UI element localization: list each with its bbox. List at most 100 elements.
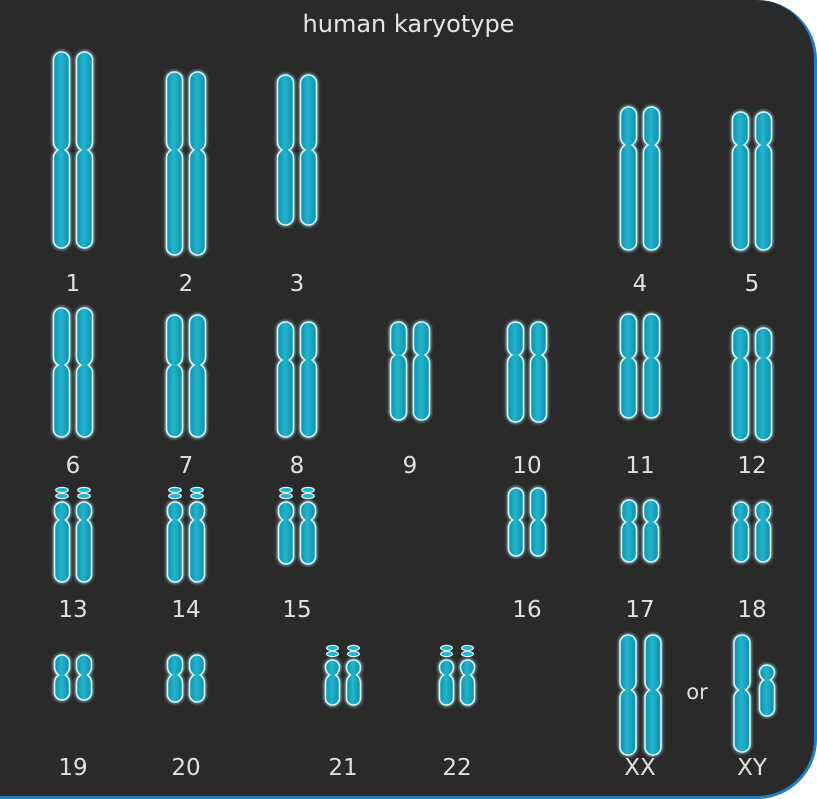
chromatid-6-b xyxy=(77,308,93,437)
chromatid-1-a xyxy=(54,52,70,248)
chromatid-11-a xyxy=(621,314,637,418)
chromatid-19-a xyxy=(55,655,70,700)
label-chromosome-22: 22 xyxy=(442,755,471,781)
chromosome-group xyxy=(54,52,775,755)
label-chromosome-19: 19 xyxy=(58,755,87,781)
label-or: or xyxy=(686,680,708,704)
chromosome-pair-5 xyxy=(733,112,772,250)
label-xy: XY xyxy=(737,755,768,781)
chromatid-20-b xyxy=(190,655,205,702)
chromatid-21-b xyxy=(347,645,361,705)
chromosome-pair-13 xyxy=(55,487,92,582)
chromatid-2-a xyxy=(167,72,183,255)
chromatid-3-a xyxy=(278,75,294,225)
label-chromosome-16: 16 xyxy=(512,597,541,623)
chromatid-20-a xyxy=(168,655,183,702)
chromatid-19-b xyxy=(77,655,92,700)
chromosome-pair-14 xyxy=(168,487,205,582)
chromatid-13-a xyxy=(55,487,70,582)
chromatid-8-a xyxy=(278,322,294,437)
chromosome-pair-9 xyxy=(391,322,430,420)
label-chromosome-7: 7 xyxy=(179,453,194,479)
chromosome-pair-xx xyxy=(620,635,661,755)
chromosome-pair-22 xyxy=(440,645,475,705)
chromatid-14-a xyxy=(168,487,183,582)
label-chromosome-6: 6 xyxy=(66,453,81,479)
label-chromosome-18: 18 xyxy=(737,597,766,623)
label-chromosome-15: 15 xyxy=(282,597,311,623)
chromatid-5-a xyxy=(733,112,749,250)
chromatid-7-a xyxy=(167,315,183,437)
chromatid-5-b xyxy=(756,112,772,250)
chromatid-13-b xyxy=(77,487,92,582)
chromosome-pair-17 xyxy=(622,500,659,562)
chromatid-10-a xyxy=(508,322,524,422)
chromatid-17-a xyxy=(622,500,637,562)
chromatid-4-a xyxy=(621,107,637,250)
chromosome-pair-2 xyxy=(167,72,206,255)
label-chromosome-17: 17 xyxy=(625,597,654,623)
label-chromosome-20: 20 xyxy=(171,755,200,781)
chromatid-15-b xyxy=(301,487,316,564)
chromatid-16-b xyxy=(531,488,546,556)
label-chromosome-2: 2 xyxy=(179,271,194,297)
chromatid-y xyxy=(760,665,775,716)
label-chromosome-1: 1 xyxy=(66,271,81,297)
chromosome-pair-15 xyxy=(279,487,316,564)
chromatid-8-b xyxy=(301,322,317,437)
chromatid-1-b xyxy=(77,52,93,248)
chromatid-x1 xyxy=(620,635,636,755)
chromatid-22-b xyxy=(461,645,475,705)
chromatid-11-b xyxy=(644,314,660,418)
label-chromosome-9: 9 xyxy=(403,453,418,479)
label-chromosome-13: 13 xyxy=(58,597,87,623)
chromosome-pair-21 xyxy=(326,645,361,705)
chromatid-18-a xyxy=(734,502,749,562)
chromatid-6-a xyxy=(54,308,70,437)
label-chromosome-12: 12 xyxy=(737,453,766,479)
chromosome-pair-xy xyxy=(734,635,775,752)
label-chromosome-8: 8 xyxy=(290,453,305,479)
chromosome-pair-7 xyxy=(167,315,206,437)
chromatid-21-a xyxy=(326,645,340,705)
label-chromosome-10: 10 xyxy=(512,453,541,479)
chromosome-pair-4 xyxy=(621,107,660,250)
chromosome-pair-20 xyxy=(168,655,205,702)
chromatid-x xyxy=(734,635,750,752)
label-chromosome-14: 14 xyxy=(171,597,200,623)
chromatid-14-b xyxy=(190,487,205,582)
chromatid-7-b xyxy=(190,315,206,437)
label-chromosome-11: 11 xyxy=(625,453,654,479)
chromatid-12-a xyxy=(733,328,749,440)
chromosome-pair-11 xyxy=(621,314,660,418)
label-xx: XX xyxy=(624,755,656,781)
chromosome-pair-3 xyxy=(278,75,317,225)
chromosome-pair-18 xyxy=(734,502,771,562)
label-chromosome-3: 3 xyxy=(290,271,305,297)
chromatid-15-a xyxy=(279,487,294,564)
chromatid-x2 xyxy=(645,635,661,755)
chromosome-pair-12 xyxy=(733,328,772,440)
chromatid-10-b xyxy=(531,322,547,422)
chromosome-pair-19 xyxy=(55,655,92,700)
chromosome-pair-6 xyxy=(54,308,93,437)
chromatid-16-a xyxy=(509,488,524,556)
label-chromosome-21: 21 xyxy=(328,755,357,781)
chromatid-2-b xyxy=(190,72,206,255)
chromosome-pair-10 xyxy=(508,322,547,422)
chromosome-pair-1 xyxy=(54,52,93,248)
label-chromosome-5: 5 xyxy=(745,271,760,297)
chromatid-18-b xyxy=(756,502,771,562)
chromatid-9-a xyxy=(391,322,407,420)
chromosome-pair-8 xyxy=(278,322,317,437)
chromosome-pair-16 xyxy=(509,488,546,556)
chromatid-17-b xyxy=(644,500,659,562)
chromatid-3-b xyxy=(301,75,317,225)
chromatid-12-b xyxy=(756,328,772,440)
label-chromosome-4: 4 xyxy=(633,271,648,297)
chromatid-4-b xyxy=(644,107,660,250)
chromatid-9-b xyxy=(414,322,430,420)
chromatid-22-a xyxy=(440,645,454,705)
